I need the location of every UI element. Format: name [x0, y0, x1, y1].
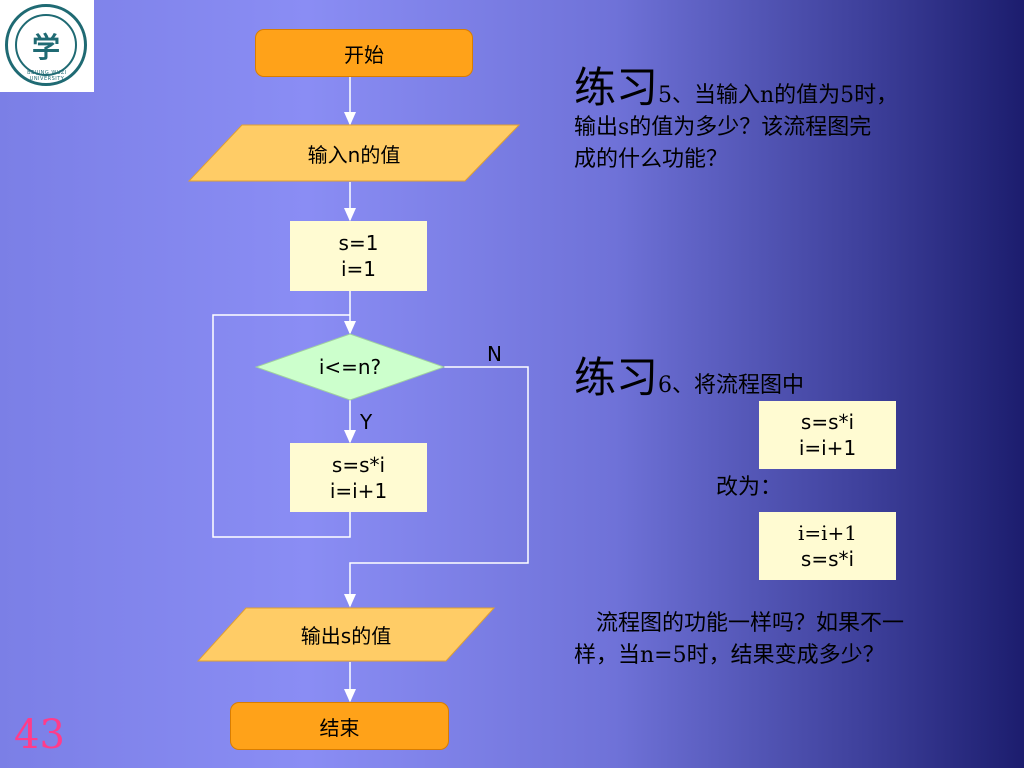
logo-inner-ring	[15, 14, 77, 76]
yes-label: Y	[360, 410, 373, 434]
output-node-shape	[196, 607, 496, 662]
logo-glyph: 学	[31, 31, 60, 64]
exercise6-change-to: 改为：	[716, 475, 783, 500]
box-original-line-1: s=s*i	[800, 410, 855, 434]
loop-back-line	[212, 314, 351, 538]
condition-node-shape	[255, 333, 445, 401]
exercise6-box-original: s=s*i i=i+1	[759, 401, 896, 469]
start-node: 开始	[255, 29, 473, 77]
init-line-1: s=1	[338, 231, 379, 255]
exercise6-heading: 练习	[574, 353, 659, 402]
init-node: s=1 i=1	[290, 221, 427, 291]
output-node: 输出s的值	[196, 607, 496, 662]
box-modified-line-2: s=s*i	[800, 547, 855, 571]
init-line-2: i=1	[340, 257, 377, 281]
input-label: 输入n的值	[307, 142, 401, 167]
page-number: 43	[14, 712, 65, 758]
exercise5-line-2: 输出s的值为多少？该流程图完	[574, 115, 872, 140]
no-label: N	[487, 342, 502, 366]
output-label: 输出s的值	[300, 624, 392, 648]
question-line-1: 流程图的功能一样吗？如果不一	[596, 611, 905, 636]
condition-node: i<=n?	[255, 333, 445, 401]
exercise6-box-modified: i=i+1 s=s*i	[759, 512, 896, 580]
question-line-2: 样，当n=5时，结果变成多少？	[574, 643, 885, 668]
start-label: 开始	[344, 42, 384, 67]
body-node: s=s*i i=i+1	[290, 443, 427, 512]
arrow-no-branch	[344, 366, 529, 608]
input-node: 输入n的值	[187, 124, 521, 182]
exercise5-text: 练习5、当输入n的值为5时， 输出s的值为多少？该流程图完 成的什么功能？	[574, 64, 994, 176]
input-node-shape	[187, 124, 521, 182]
exercise5-line-3: 成的什么功能？	[574, 147, 729, 172]
exercise6-heading-row: 练习6、将流程图中	[574, 352, 994, 404]
exercise5-heading: 练习	[574, 63, 659, 112]
condition-label: i<=n?	[318, 355, 382, 379]
university-logo: 学 BEIJING WUZI UNIVERSITY	[0, 0, 94, 92]
body-line-2: i=i+1	[329, 478, 388, 503]
exercise6-line-1: 6、将流程图中	[658, 373, 805, 398]
box-modified-line-1: i=i+1	[797, 521, 858, 545]
end-label: 结束	[319, 715, 360, 740]
exercise5-line-1: 5、当输入n的值为5时，	[658, 83, 899, 108]
logo-outer-ring	[5, 4, 87, 86]
box-original-line-2: i=i+1	[798, 436, 857, 460]
body-line-1: s=s*i	[331, 452, 386, 477]
end-node: 结束	[230, 702, 449, 750]
logo-caption: BEIJING WUZI UNIVERSITY	[27, 70, 67, 82]
exercise6-question: 流程图的功能一样吗？如果不一 样，当n=5时，结果变成多少？	[574, 608, 1014, 672]
